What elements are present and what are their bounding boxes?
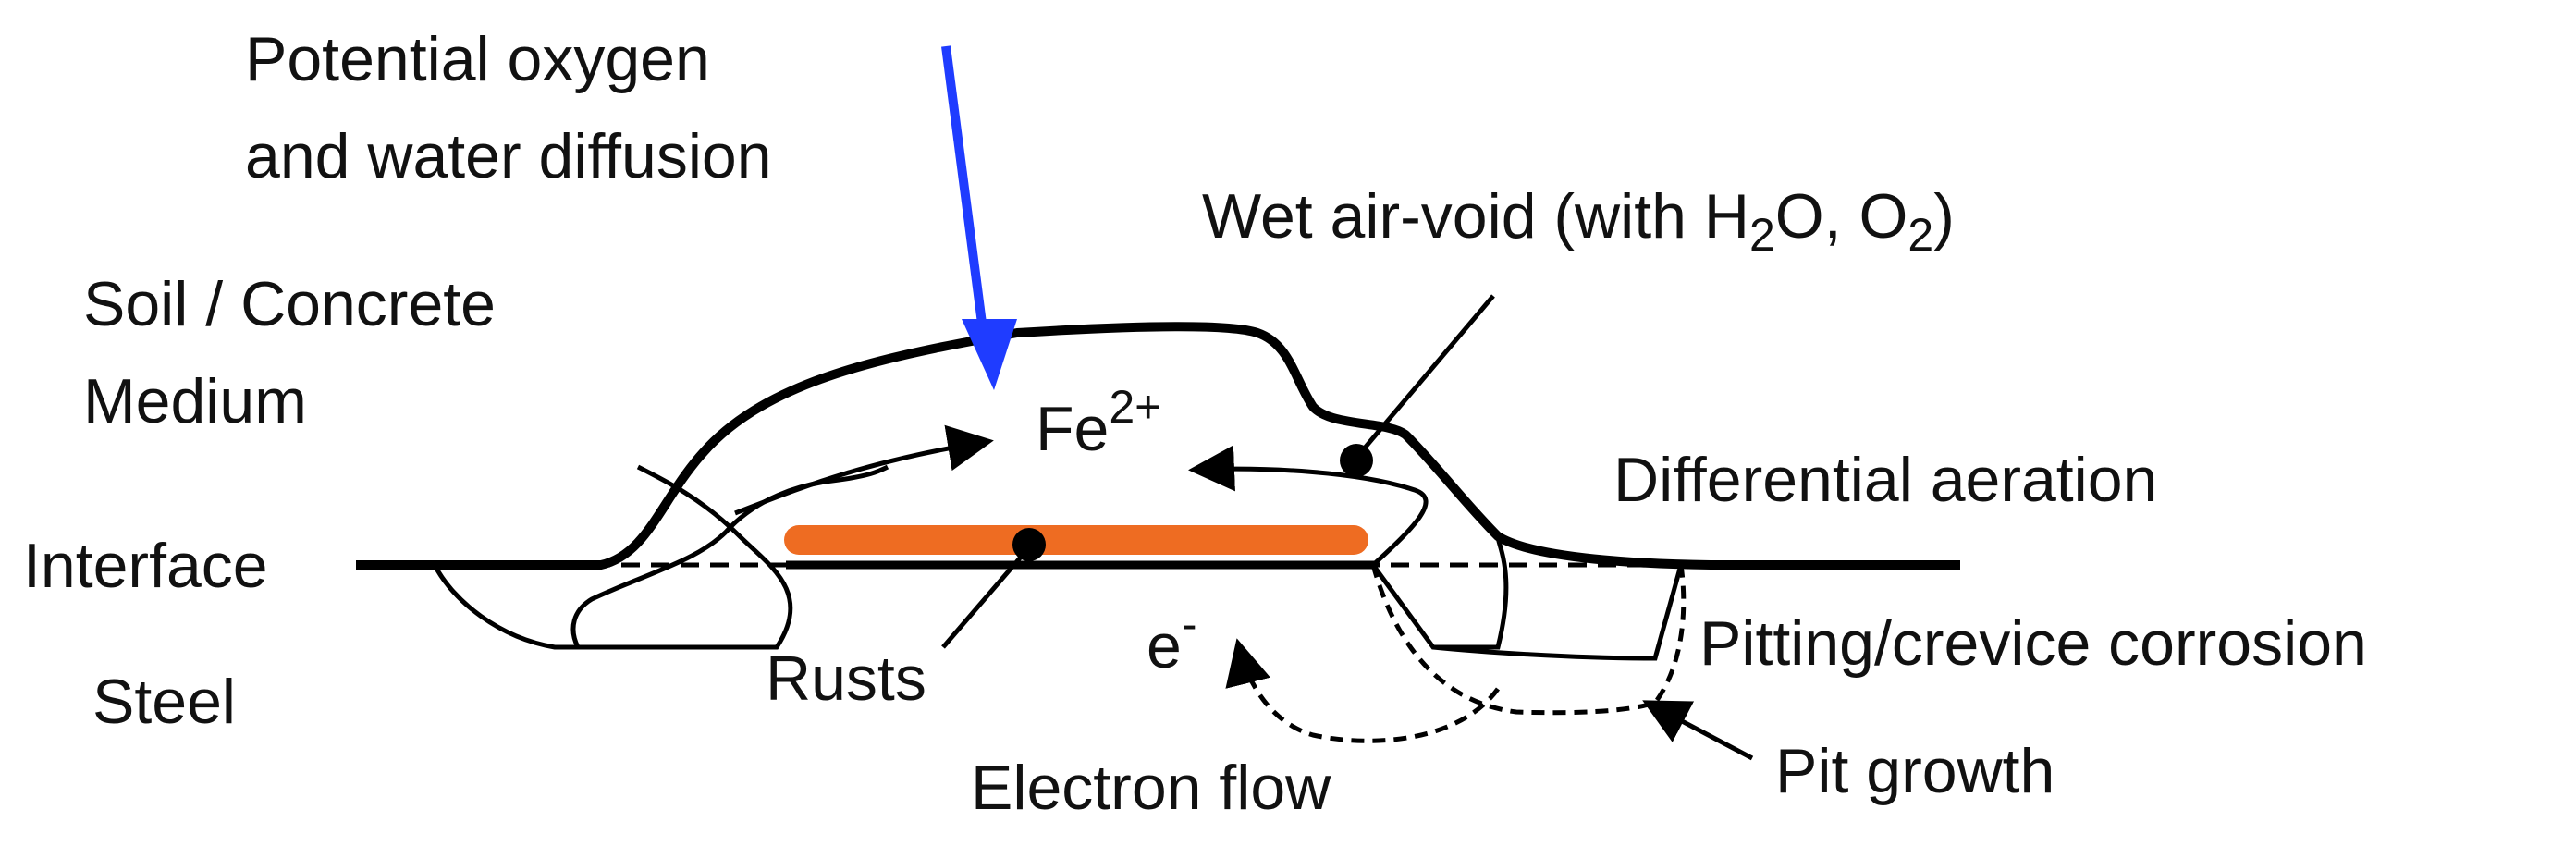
wet-void-sub-a: 2 <box>1748 209 1775 261</box>
pit-growth-arrow <box>1642 700 1754 761</box>
right-curve-arrow <box>1188 445 1429 567</box>
pit-growth-boundary <box>1370 564 1687 716</box>
left-curve-arrow <box>734 424 994 516</box>
left-pit-outer <box>432 464 793 650</box>
pitting-corrosion-label: Pitting/crevice corrosion <box>1699 608 2367 679</box>
rusts-pointer <box>941 546 1031 649</box>
medium-label-line2: Medium <box>83 366 307 436</box>
rusts-label: Rusts <box>766 644 926 714</box>
wet-void-dot <box>1340 444 1373 477</box>
wet-void-text-c: ) <box>1933 181 1955 251</box>
medium-label-line1: Soil / Concrete <box>83 269 496 339</box>
rusts-dot <box>1012 528 1046 561</box>
fe-charge: 2+ <box>1109 381 1162 433</box>
electron-flow-arrow <box>1225 638 1501 743</box>
steel-label: Steel <box>92 667 236 737</box>
interface-label: Interface <box>23 531 268 601</box>
wet-air-void-label: Wet air-void (with H2O, O2) <box>1202 185 1955 258</box>
fe-base: Fe <box>1036 394 1110 464</box>
diffusion-arrow-shaft <box>941 45 988 338</box>
electron-charge: - <box>1181 598 1197 650</box>
left-pit-inner <box>570 464 889 649</box>
rust-layer <box>784 525 1368 555</box>
wet-void-text-b: O, O <box>1774 181 1908 251</box>
pit-growth-label: Pit growth <box>1775 736 2055 806</box>
electron-base: e <box>1147 611 1182 681</box>
electron-flow-label: Electron flow <box>971 753 1331 823</box>
right-pit <box>1370 535 1684 661</box>
wet-void-pointer <box>1355 294 1495 460</box>
wet-void-text-a: Wet air-void (with H <box>1202 181 1749 251</box>
wet-void-sub-b: 2 <box>1907 209 1934 261</box>
oxygen-diffusion-label-line2: and water diffusion <box>245 121 772 191</box>
oxygen-diffusion-label-line1: Potential oxygen <box>245 24 710 94</box>
fe-ion-label: Fe2+ <box>1036 384 1161 460</box>
differential-aeration-label: Differential aeration <box>1613 445 2158 515</box>
coating-boundary <box>356 322 1960 570</box>
electron-label: e- <box>1147 601 1196 678</box>
diffusion-arrow-head <box>962 319 1017 390</box>
